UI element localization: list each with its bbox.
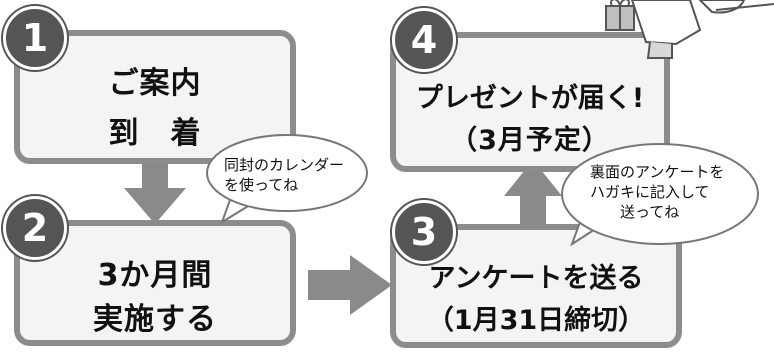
step-2-subtitle: 実施する [93,302,217,337]
step-2-number: 2 [3,196,67,260]
mascot-with-gift-icon [605,0,774,59]
step-3-number: 3 [392,200,456,264]
step-1-number: 1 [3,6,67,70]
arrow-step2-to-step3 [308,255,392,315]
arrow-step1-to-step2 [124,150,186,224]
survey-bubble-line-1: 裏面のアンケートを [590,163,725,181]
step-1-box: ご案内 到 着 [14,30,296,164]
step-3-title: アンケートを送る [428,263,644,294]
step-4-subtitle: （3月予定） [450,125,610,156]
step-4-title: プレゼントが届く! [415,83,645,114]
step-1-title: ご案内 [108,66,202,101]
survey-bubble-line-3: 送ってね [620,203,680,221]
survey-bubble-shape [561,143,759,247]
calendar-bubble-shape [206,134,368,225]
arrow-step3-to-step4 [504,160,562,240]
survey-bubble-line-2: ハガキに記入して [590,183,710,201]
step-4-number: 4 [392,8,456,72]
step-3-subtitle: （1月31日締切） [426,305,646,336]
step-1-subtitle: 到 着 [108,116,202,151]
calendar-bubble-line-1: 同封のカレンダー [224,156,345,174]
step-2-title: 3か月間 [97,258,213,293]
calendar-bubble-line-2: を使ってね [224,176,299,194]
